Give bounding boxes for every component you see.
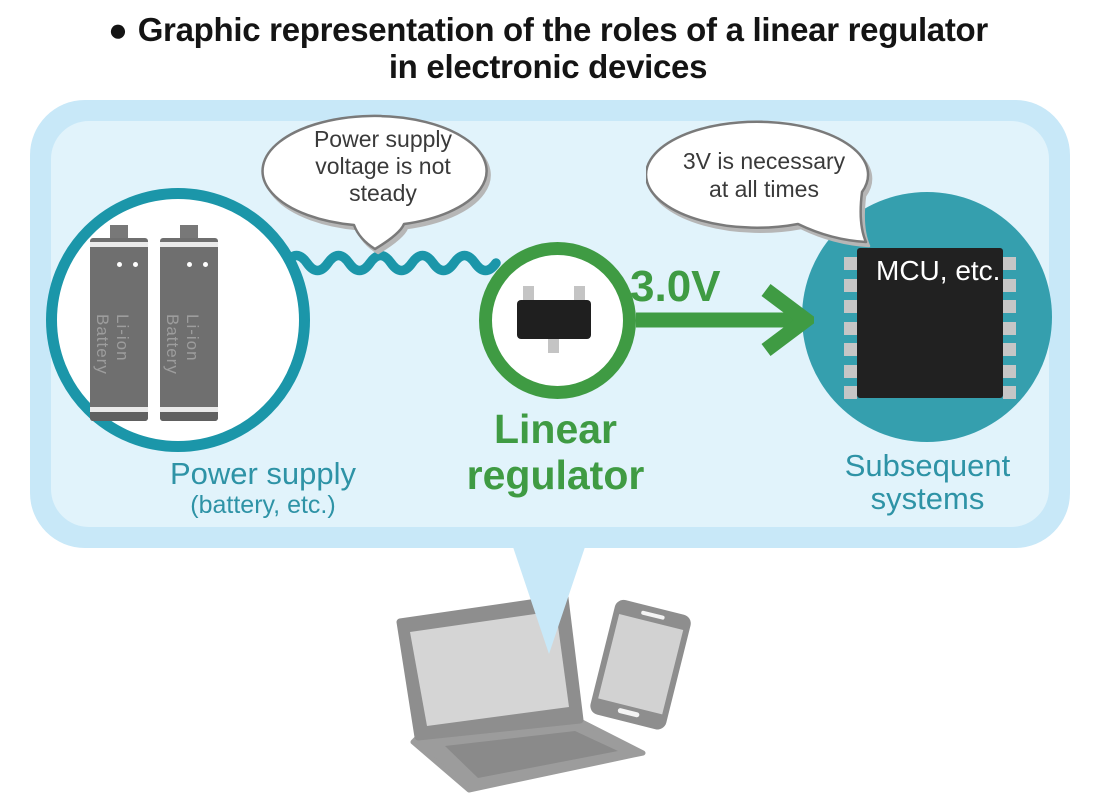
subsequent-systems-caption: Subsequent systems bbox=[785, 449, 1070, 515]
transistor-pin bbox=[574, 286, 585, 302]
subsequent-systems-caption-line1: Subsequent bbox=[844, 448, 1011, 483]
battery-dot bbox=[133, 262, 138, 267]
battery-base bbox=[90, 412, 148, 421]
power-supply-circle: Li-ion Battery Li-ion Battery bbox=[46, 188, 310, 452]
chip-pin-icon bbox=[844, 364, 857, 378]
battery-label: Li-ion Battery bbox=[163, 314, 202, 375]
chip-pin-icon bbox=[844, 386, 857, 399]
linear-regulator-caption: Linear regulator bbox=[428, 406, 683, 498]
battery-base bbox=[160, 412, 218, 421]
output-arrow-icon bbox=[636, 284, 814, 356]
transistor-pin bbox=[523, 286, 534, 302]
battery-icon: Li-ion Battery bbox=[160, 225, 218, 421]
chip-pin-icon bbox=[1003, 278, 1016, 292]
chip-pin-icon bbox=[844, 278, 857, 292]
smartphone-icon bbox=[590, 599, 691, 730]
power-supply-caption-sub: (battery, etc.) bbox=[190, 491, 336, 519]
page-title-line1: ●Graphic representation of the roles of … bbox=[0, 11, 1096, 49]
power-supply-caption: Power supply (battery, etc.) bbox=[108, 456, 418, 520]
battery-stripe bbox=[90, 242, 148, 247]
speech-line: at all times bbox=[709, 176, 819, 202]
chip-pin-icon bbox=[1003, 257, 1016, 270]
linear-regulator-caption-line2: regulator bbox=[466, 452, 645, 498]
mcu-chip: MCU, etc. bbox=[844, 248, 1016, 399]
mcu-chip-label: MCU, etc. bbox=[876, 255, 1001, 286]
battery-terminal bbox=[110, 225, 128, 239]
transistor-body bbox=[517, 300, 591, 339]
battery-body: Li-ion Battery bbox=[160, 238, 218, 421]
battery-stripe bbox=[160, 242, 218, 247]
bullet-icon: ● bbox=[108, 11, 128, 48]
subsequent-systems-caption-line2: systems bbox=[870, 481, 985, 516]
unstable-voltage-wave-icon bbox=[281, 250, 501, 276]
linear-regulator-circle bbox=[479, 242, 636, 399]
chip-pin-icon bbox=[844, 343, 857, 356]
battery-dot bbox=[203, 262, 208, 267]
battery-dot bbox=[187, 262, 192, 267]
battery-dot bbox=[117, 262, 122, 267]
power-supply-caption-main: Power supply bbox=[169, 456, 357, 491]
battery-label: Li-ion Battery bbox=[93, 314, 132, 375]
battery-stripe bbox=[90, 407, 148, 412]
battery-stripe bbox=[160, 407, 218, 412]
chip-pin-icon bbox=[1003, 343, 1016, 356]
battery-body: Li-ion Battery bbox=[90, 238, 148, 421]
speech-line: voltage is not bbox=[315, 153, 451, 179]
subsequent-speech-text: 3V is necessary at all times bbox=[658, 147, 870, 203]
power-supply-speech-text: Power supply voltage is not steady bbox=[283, 126, 483, 207]
output-voltage-label: 3.0V bbox=[630, 262, 721, 311]
page-title-text1: Graphic representation of the roles of a… bbox=[137, 11, 989, 48]
laptop-icon bbox=[396, 594, 646, 793]
page-title-line2: in electronic devices bbox=[388, 47, 708, 85]
battery-icon: Li-ion Battery bbox=[90, 225, 148, 421]
transistor-pin bbox=[548, 337, 559, 353]
speech-line: steady bbox=[349, 180, 417, 206]
page-title: ●Graphic representation of the roles of … bbox=[0, 11, 1096, 86]
battery-terminal bbox=[180, 225, 198, 239]
chip-pin-icon bbox=[1003, 300, 1016, 313]
linear-regulator-caption-line1: Linear bbox=[493, 406, 618, 452]
speech-line: Power supply bbox=[313, 126, 453, 152]
chip-pin-icon bbox=[1003, 364, 1016, 378]
power-supply-speech-bubble bbox=[261, 114, 488, 251]
chip-pin-icon bbox=[1003, 321, 1016, 335]
chip-pin-icon bbox=[1003, 386, 1016, 399]
chip-pin-icon bbox=[844, 257, 857, 270]
chip-pin-icon bbox=[844, 300, 857, 313]
subsequent-speech-bubble bbox=[646, 120, 870, 244]
speech-line: 3V is necessary bbox=[682, 148, 846, 174]
chip-pin-icon bbox=[844, 321, 857, 335]
electronic-devices bbox=[396, 594, 691, 793]
